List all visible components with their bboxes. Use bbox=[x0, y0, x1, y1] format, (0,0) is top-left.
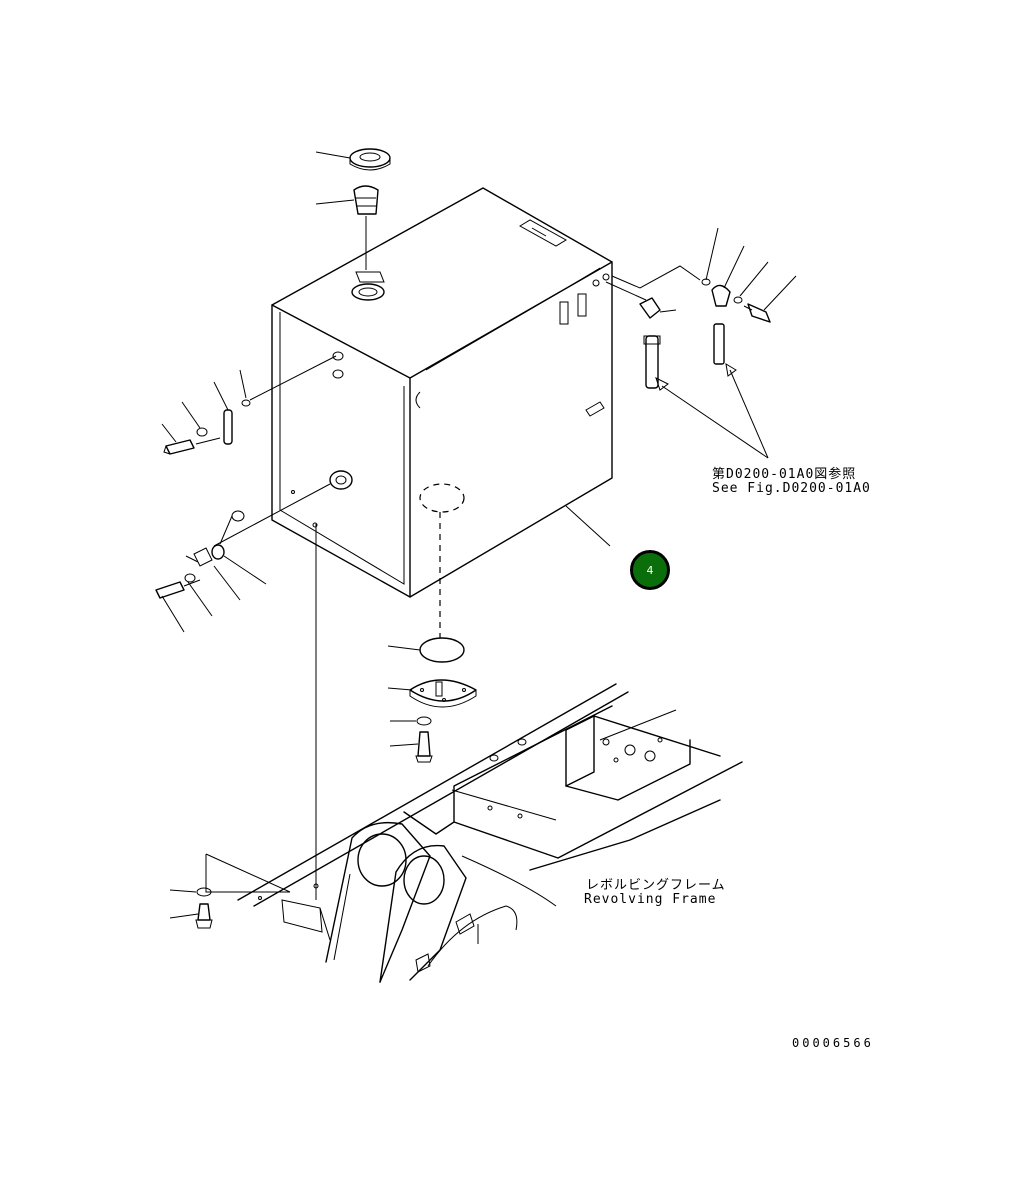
frame-label-jp: レボルビングフレーム bbox=[586, 878, 726, 893]
mounting-bolts bbox=[169, 887, 213, 929]
drawing-number: 00006566 bbox=[792, 1036, 874, 1050]
filler-cap-assembly bbox=[315, 148, 391, 301]
part-callout-marker[interactable]: 4 bbox=[630, 550, 670, 590]
frame-label-en: Revolving Frame bbox=[584, 892, 717, 907]
fuel-tank bbox=[271, 187, 613, 598]
see-figure-reference-jp: 第D0200-01A0図参照 bbox=[712, 467, 857, 482]
revolving-frame bbox=[205, 524, 743, 983]
callout-leader-line bbox=[565, 505, 611, 547]
callout-number: 4 bbox=[646, 563, 654, 577]
see-figure-reference-en: See Fig.D0200-01A0 bbox=[712, 481, 871, 496]
side-bolt-assembly bbox=[155, 483, 331, 633]
level-gauge-assembly bbox=[161, 355, 337, 455]
bottom-cover-assembly bbox=[387, 483, 477, 763]
hose-fitting-assembly bbox=[605, 227, 797, 459]
